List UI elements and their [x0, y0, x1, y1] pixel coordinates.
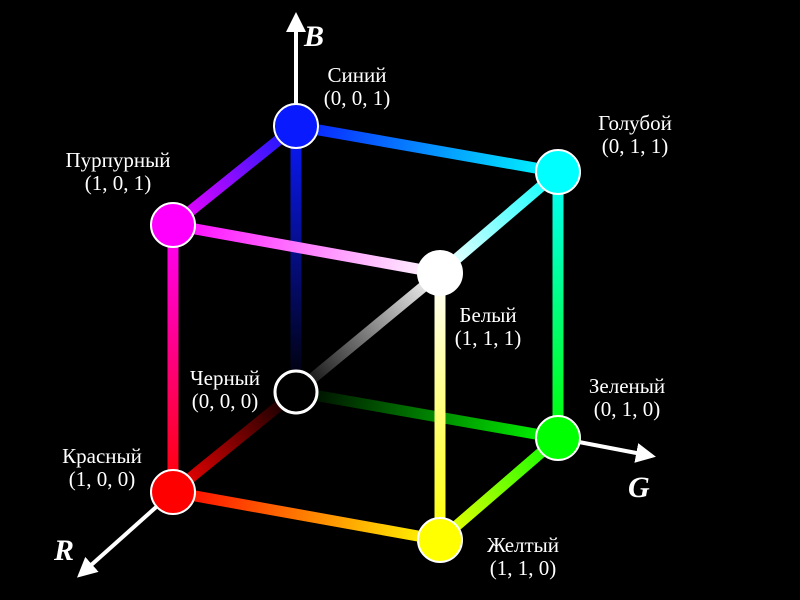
label-cyan-name: Голубой: [598, 111, 672, 135]
label-red-name: Красный: [62, 444, 142, 468]
edge-blue-magenta: [169, 121, 300, 230]
vertex-black: [273, 369, 319, 415]
label-magenta-name: Пурпурный: [66, 148, 171, 172]
label-white-coords: (1, 1, 1): [455, 326, 522, 350]
label-blue-name: Синий: [328, 63, 387, 87]
label-black-coords: (0, 0, 0): [192, 389, 259, 413]
edge-magenta-white: [172, 219, 441, 279]
vertex-red: [150, 469, 196, 515]
edge-black-green: [295, 386, 559, 444]
edge-cyan-white: [436, 167, 562, 278]
vertex-white: [417, 250, 463, 296]
vertex-blue: [273, 103, 319, 149]
r-axis-label: R: [53, 534, 74, 567]
label-green-name: Зеленый: [589, 374, 665, 398]
label-magenta-coords: (1, 0, 1): [85, 171, 152, 195]
g-axis-label: G: [628, 471, 650, 504]
vertex-yellow: [417, 517, 463, 563]
vertex-magenta: [150, 202, 196, 248]
b-axis-label: B: [303, 20, 324, 53]
label-white-name: Белый: [459, 303, 516, 327]
edge-blue-cyan: [295, 120, 559, 178]
label-yellow-coords: (1, 1, 0): [490, 556, 557, 580]
label-red-coords: (1, 0, 0): [69, 467, 136, 491]
edge-red-yellow: [172, 486, 441, 546]
label-black-name: Черный: [190, 366, 260, 390]
vertex-green: [535, 415, 581, 461]
vertex-cyan: [535, 149, 581, 195]
label-cyan-coords: (0, 1, 1): [602, 134, 669, 158]
label-yellow-name: Желтый: [487, 533, 559, 557]
label-green-coords: (0, 1, 0): [594, 397, 661, 421]
label-blue-coords: (0, 0, 1): [324, 86, 391, 110]
diagonal-black-white: [292, 268, 444, 397]
edge-green-yellow: [436, 433, 562, 545]
edge-black-red: [169, 387, 300, 497]
